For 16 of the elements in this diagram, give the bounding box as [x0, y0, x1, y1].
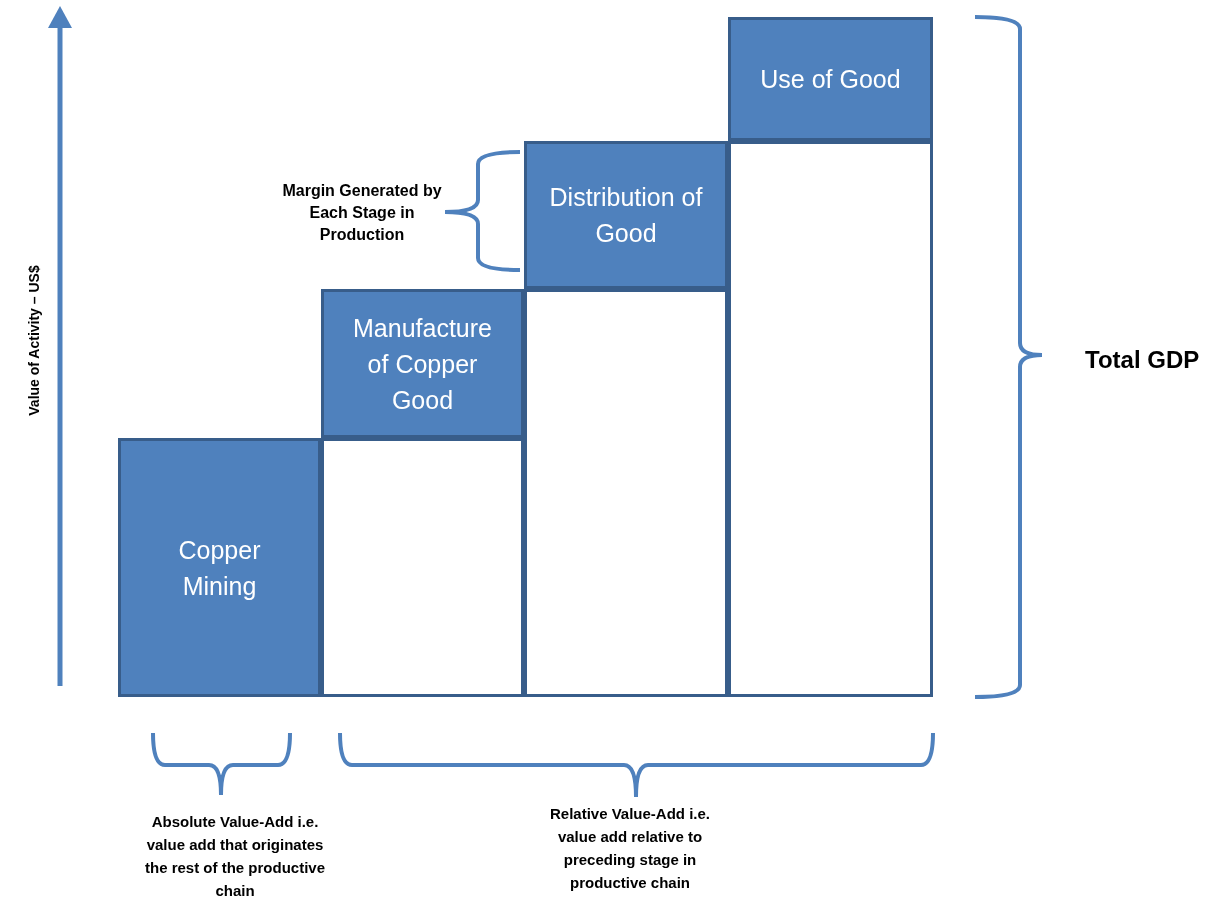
- stage-label: Manufacture of Copper Good: [352, 312, 493, 416]
- value-box: [321, 438, 524, 697]
- stage-label: Copper Mining: [177, 534, 262, 602]
- value-box: [728, 141, 933, 697]
- stage-label: Distribution of Good: [548, 182, 704, 249]
- stage-box: [524, 141, 728, 289]
- stage-box: [118, 438, 321, 697]
- annotation-text: Absolute Value-Add i.e. value add that originates the rest of the productive chain: [144, 812, 326, 901]
- stage-box: [321, 289, 524, 438]
- axis-label: Value of Activity – US$: [24, 264, 43, 418]
- annotation-text: Margin Generated by Each Stage in Production: [281, 181, 443, 245]
- value-box: [524, 289, 728, 697]
- annotation-text: Total GDP: [1085, 345, 1200, 375]
- stage-label: Use of Good: [759, 64, 902, 95]
- stage-box: [728, 17, 933, 141]
- annotation-text: Relative Value-Add i.e. value add relative to preceding stage in productive chain: [548, 804, 712, 893]
